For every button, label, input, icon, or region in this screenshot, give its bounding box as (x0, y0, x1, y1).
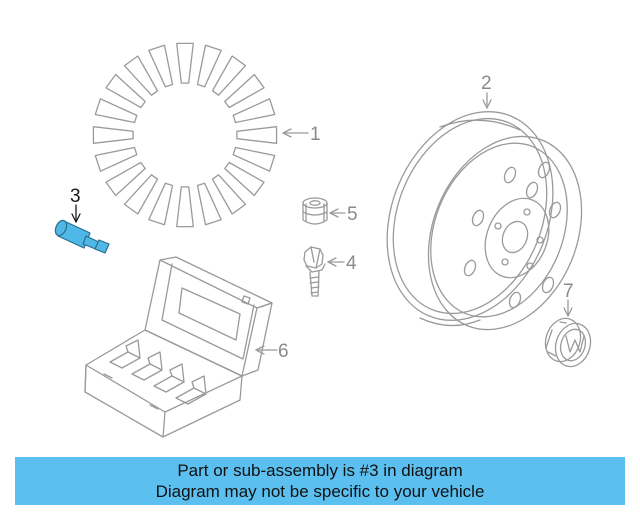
leader-lines (71, 92, 573, 355)
wheel-cover-spoke (196, 44, 222, 88)
wheel-cover-spoke (105, 73, 146, 109)
wheel-cover-spoke (196, 182, 222, 226)
center-cap-part-7[interactable] (540, 314, 596, 371)
valve-stem-part-3[interactable] (53, 219, 110, 254)
steel-wheel-part-2[interactable] (357, 87, 609, 353)
wheel-cover-spoke (232, 146, 276, 172)
wheel-cover-spoke (176, 186, 194, 228)
wheel-cover-spoke (92, 126, 134, 144)
wheel-cover-spoke (176, 42, 194, 84)
banner-line-disclaimer: Diagram may not be specific to your vehi… (155, 482, 485, 501)
callout-7[interactable]: 7 (563, 281, 574, 302)
callout-1[interactable]: 1 (310, 124, 321, 145)
wheel-cover-spoke (148, 182, 174, 226)
callout-6[interactable]: 6 (278, 341, 289, 362)
wheel-cover-spoke (148, 44, 174, 88)
wheel-cover-spoke (123, 174, 159, 215)
wheel-cover-spoke (123, 55, 159, 96)
wheel-cover-spoke (236, 126, 278, 144)
wheel-cover-spoke (224, 161, 265, 197)
parts-diagram: 1 2 3 4 5 6 7 (53, 42, 609, 438)
wheel-cover-spoke (224, 73, 265, 109)
wheel-cover-spoke (105, 161, 146, 197)
banner-line-part-number: Part or sub-assembly is #3 in diagram (177, 461, 463, 480)
callout-3[interactable]: 3 (70, 186, 81, 207)
wheel-cover-spoke (94, 98, 138, 124)
callout-4[interactable]: 4 (346, 253, 357, 274)
wheel-cover-part-1[interactable] (92, 42, 278, 228)
wheel-cover-spoke (211, 174, 247, 215)
wheel-cover-spoke (94, 146, 138, 172)
diagram-info-banner: Part or sub-assembly is #3 in diagram Di… (15, 457, 625, 505)
lug-bolt-part-4[interactable] (303, 246, 326, 297)
lock-nut-part-5[interactable] (302, 197, 328, 225)
bolt-kit-case-part-6[interactable] (84, 256, 273, 438)
wheel-cover-spoke (232, 98, 276, 124)
callout-5[interactable]: 5 (347, 204, 358, 225)
wheel-cover-spoke (211, 55, 247, 96)
callout-2[interactable]: 2 (481, 73, 492, 94)
